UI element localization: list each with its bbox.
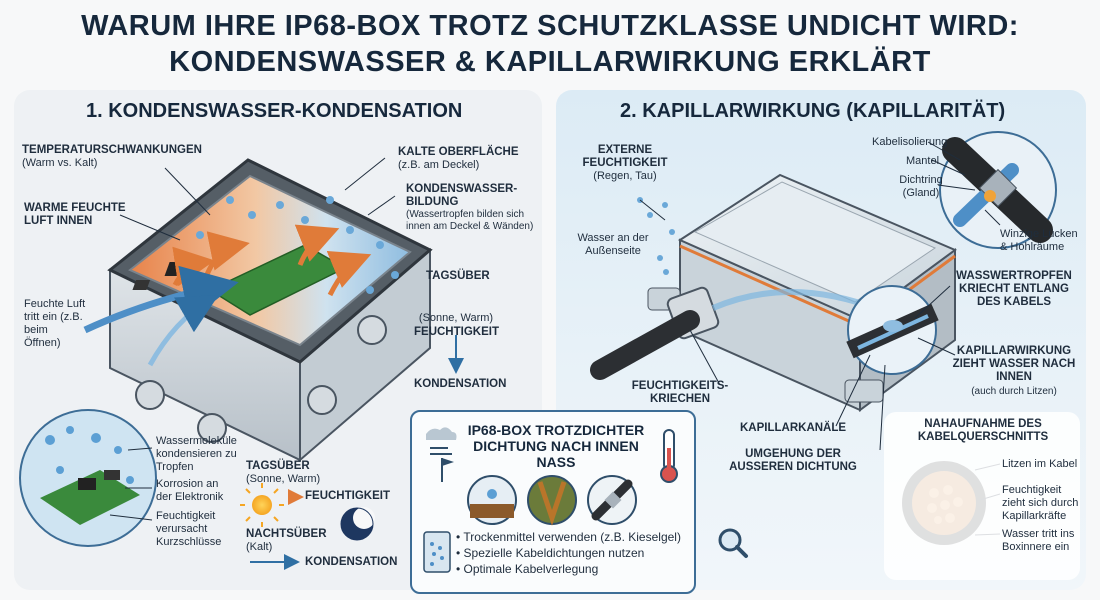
kanal-title: KAPILLARKANÄLE (740, 422, 847, 434)
kond-title: KONDENSWASSER-BILDUNG (406, 183, 518, 208)
day-title: TAGSÜBER (426, 270, 490, 282)
iso-label: Kabelisolierung (872, 136, 948, 148)
left-leaders (119, 157, 396, 241)
temp-sub: (Warm vs. Kalt) (22, 157, 98, 169)
magnifier-icon (718, 528, 748, 558)
weather-icon (426, 427, 457, 482)
litzen-label: Litzen im Kabel (1002, 458, 1078, 470)
cable-zoom (846, 285, 939, 375)
outside-text: Wasser an der Außenseite (577, 232, 649, 257)
open-junction-box (83, 158, 433, 463)
title-line-1: WARUM IHRE IP68-BOX TROTZ SCHUTZKLASSE U… (81, 10, 1019, 42)
day-kond: KONDENSATION (414, 378, 507, 390)
infobox-bullet-1: • Trockenmittel verwenden (z.B. Kieselge… (456, 530, 681, 544)
night-title: NACHTSÜBER (246, 528, 327, 540)
temp-title: TEMPERATURSCHWANKUNGEN (22, 144, 202, 156)
zieht-label: Feuchtigkeit zieht sich durch Kapillarkr… (1002, 484, 1079, 522)
ext-sub: (Regen, Tau) (593, 170, 657, 182)
umg-title: UMGEHUNG DER AUSSEREN DICHTUNG (729, 448, 857, 473)
infobox-title: IP68-BOX TROTZDICHTER DICHTUNG NACH INNE… (467, 422, 645, 470)
thermometer-icon (660, 429, 678, 483)
creep-title: FEUCHTIGKEITS-KRIECHEN (631, 380, 729, 405)
cap-sub: (auch durch Litzen) (971, 386, 1057, 397)
title-line-2: KONDENSWASSER & KAPILLARWIRKUNG ERKLÄRT (169, 46, 931, 78)
cross-section-box (884, 412, 1080, 580)
left-heading: 1. KONDENSWASSER-KONDENSATION (86, 100, 463, 122)
short-text: Feuchtigkeit verursacht Kurzschlüsse (156, 510, 222, 548)
day-sub: (Sonne, Warm) (418, 312, 494, 324)
warm-title: WARME FEUCHTE LUFT INNEN (24, 202, 126, 227)
ip68-info-box: IP68-BOX TROTZDICHTER DICHTUNG NACH INNE… (410, 410, 696, 594)
cross-title: NAHAUFNAHME DES KABELQUERSCHNITTS (917, 418, 1049, 443)
day2-feucht: FEUCHTIGKEIT (305, 490, 390, 502)
tritt-label: Wasser tritt ins Boxinnere ein (1002, 528, 1075, 553)
page-title: WARUM IHRE IP68-BOX TROTZ SCHUTZKLASSE U… (0, 8, 1100, 80)
mol-text: Wassermoleküle kondensieren zu Tropfen (156, 435, 237, 473)
gland-zoom (939, 131, 1057, 249)
right-leaders (639, 141, 1001, 451)
soil-drop-icon (467, 475, 517, 525)
electronics-zoom (19, 409, 157, 547)
cold-sub: (z.B. am Deckel) (398, 159, 480, 171)
cold-title: KALTE OBERFLÄCHE (398, 146, 519, 158)
corrosion-icon (527, 475, 577, 526)
gaps-label: Winzige Lücken & Hohlräume (1000, 228, 1078, 253)
mantel-label: Mantel (906, 155, 940, 167)
infobox-bullet-3: • Optimale Kabelverlegung (456, 562, 599, 576)
infobox-icons (423, 427, 678, 573)
drop-title: WASSWERTROPFEN KRIECHT ENTLANG DES KABEL… (956, 270, 1072, 308)
cap-title: KAPILLARWIRKUNG ZIEHT WASSER NACH INNEN (952, 345, 1076, 383)
infobox-bullet-2: • Spezielle Kabeldichtungen nutzen (456, 546, 645, 560)
corr-text: Korrosion an der Elektronik (156, 478, 224, 503)
enter-text: Feuchte Luft tritt ein (z.B. beim Öffnen… (24, 298, 86, 349)
day-night-icons (240, 483, 375, 570)
ext-title: EXTERNE FEUCHTIGKEIT (582, 144, 668, 169)
night-sub: (Kalt) (246, 541, 273, 553)
desiccant-icon (423, 531, 451, 573)
day2-title: TAGSÜBER (246, 460, 310, 472)
night-kond: KONDENSATION (305, 556, 398, 568)
kond-sub: (Wassertropfen bilden sich innen am Deck… (406, 209, 534, 232)
cable-gland-icon (587, 475, 637, 525)
day-feucht: FEUCHTIGKEIT (414, 326, 499, 338)
dicht-label: Dichtring (Gland) (899, 174, 943, 199)
day2-sub: (Sonne, Warm) (246, 473, 321, 485)
right-heading: 2. KAPILLARWIRKUNG (KAPILLARITÄT) (620, 100, 1006, 122)
